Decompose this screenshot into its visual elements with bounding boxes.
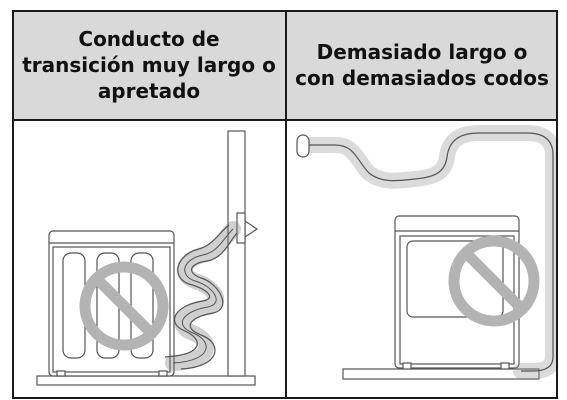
header-transition-duct-too-long: Conducto de transición muy largo o apret… <box>13 11 285 119</box>
header-too-long-too-many-elbows: Demasiado largo o con demasiados codos <box>287 11 557 119</box>
dryer-with-compressed-duct-prohibited-icon <box>36 130 259 386</box>
prohibited-symbol <box>448 235 540 327</box>
dryer-with-long-duct-many-elbows-prohibited-icon <box>296 125 557 380</box>
header-label: Demasiado largo o con demasiados codos <box>295 40 549 90</box>
table-border <box>12 10 558 399</box>
header-divider <box>12 119 558 121</box>
header-label: Conducto de transición muy largo o apret… <box>22 27 276 103</box>
prohibited-symbol <box>79 261 169 351</box>
illustration-long-duct-many-elbows <box>287 121 557 398</box>
column-divider <box>285 10 287 399</box>
illustration-compressed-duct <box>13 121 285 398</box>
